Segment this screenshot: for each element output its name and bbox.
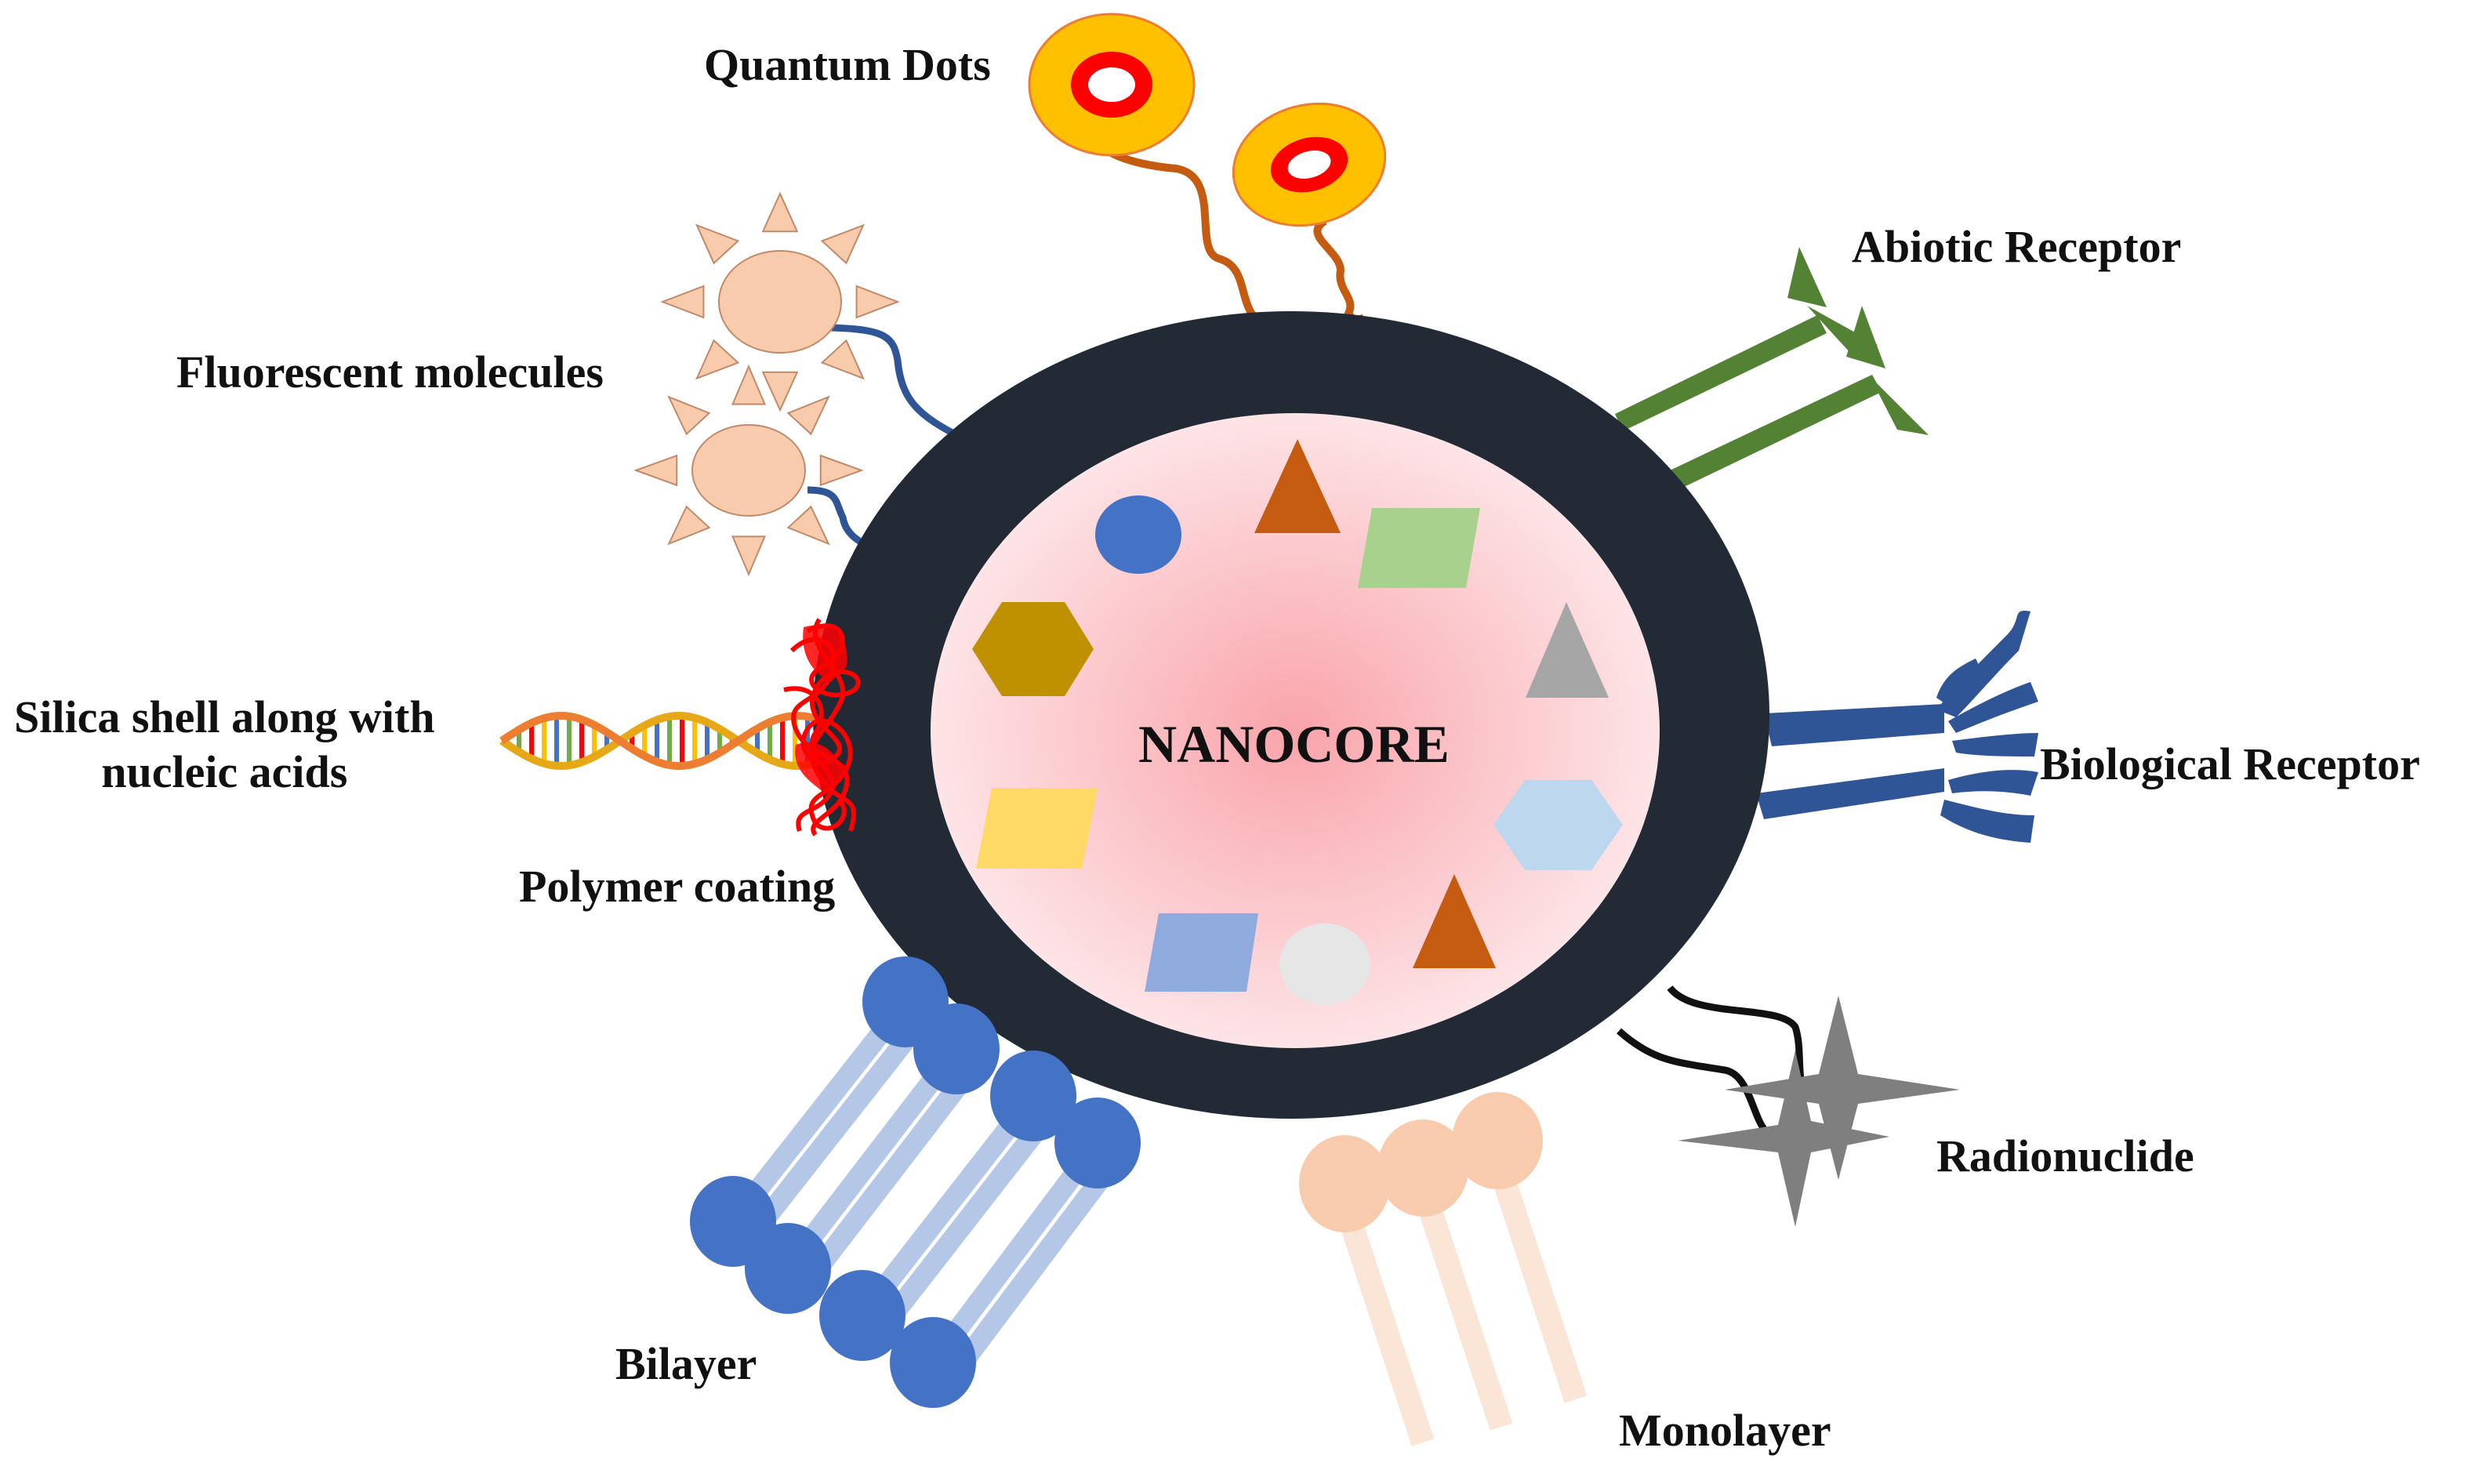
bilayer <box>690 956 1141 1408</box>
core-shape-parallelogram-yellow <box>976 788 1098 869</box>
core-shape-triangle-orange-2 <box>1413 874 1496 968</box>
core-shape-circle-blue <box>1095 495 1181 574</box>
quantum-dot-1 <box>1028 13 1196 157</box>
quantum-dot-2 <box>1232 102 1387 227</box>
label-silica-shell-line2: nucleic acids <box>101 746 348 797</box>
label-silica-shell: Silica shell along with nucleic acids <box>14 690 435 799</box>
nanocore <box>931 413 1660 1048</box>
label-silica-shell-line1: Silica shell along with <box>14 691 435 742</box>
core-shape-hexagon-gold <box>972 602 1094 696</box>
polymer-coating-fill <box>795 625 847 792</box>
fluorescent-molecule-1 <box>660 191 900 412</box>
fluorescent-molecule-2 <box>633 364 864 577</box>
core-shape-circle-lightgrey <box>1279 923 1370 1005</box>
radionuclide <box>1678 996 1960 1227</box>
core-shape-hexagon-lightblue <box>1493 780 1623 870</box>
label-quantum-dots: Quantum Dots <box>704 39 991 90</box>
biological-receptor <box>1756 611 2038 843</box>
label-fluorescent-molecules: Fluorescent molecules <box>176 347 604 397</box>
label-abiotic-receptor: Abiotic Receptor <box>1852 221 2182 272</box>
core-shape-triangle-orange <box>1254 439 1341 533</box>
core-shape-triangle-grey <box>1526 602 1609 698</box>
radionuclide-linkers <box>1617 985 1810 1131</box>
core-shapes <box>972 439 1623 1005</box>
label-polymer-coating: Polymer coating <box>519 861 836 912</box>
label-nanocore: NANOCORE <box>1138 714 1450 774</box>
core-shape-parallelogram-green <box>1358 508 1480 588</box>
label-bilayer: Bilayer <box>615 1338 757 1389</box>
monolayer <box>1299 1092 1588 1446</box>
dna-helix <box>499 712 817 770</box>
label-biological-receptor: Biological Receptor <box>2040 738 2420 789</box>
label-radionuclide: Radionuclide <box>1936 1130 2194 1181</box>
label-monolayer: Monolayer <box>1619 1405 1831 1456</box>
core-shape-parallelogram-blue <box>1145 913 1258 992</box>
abiotic-receptor <box>1615 247 1929 490</box>
